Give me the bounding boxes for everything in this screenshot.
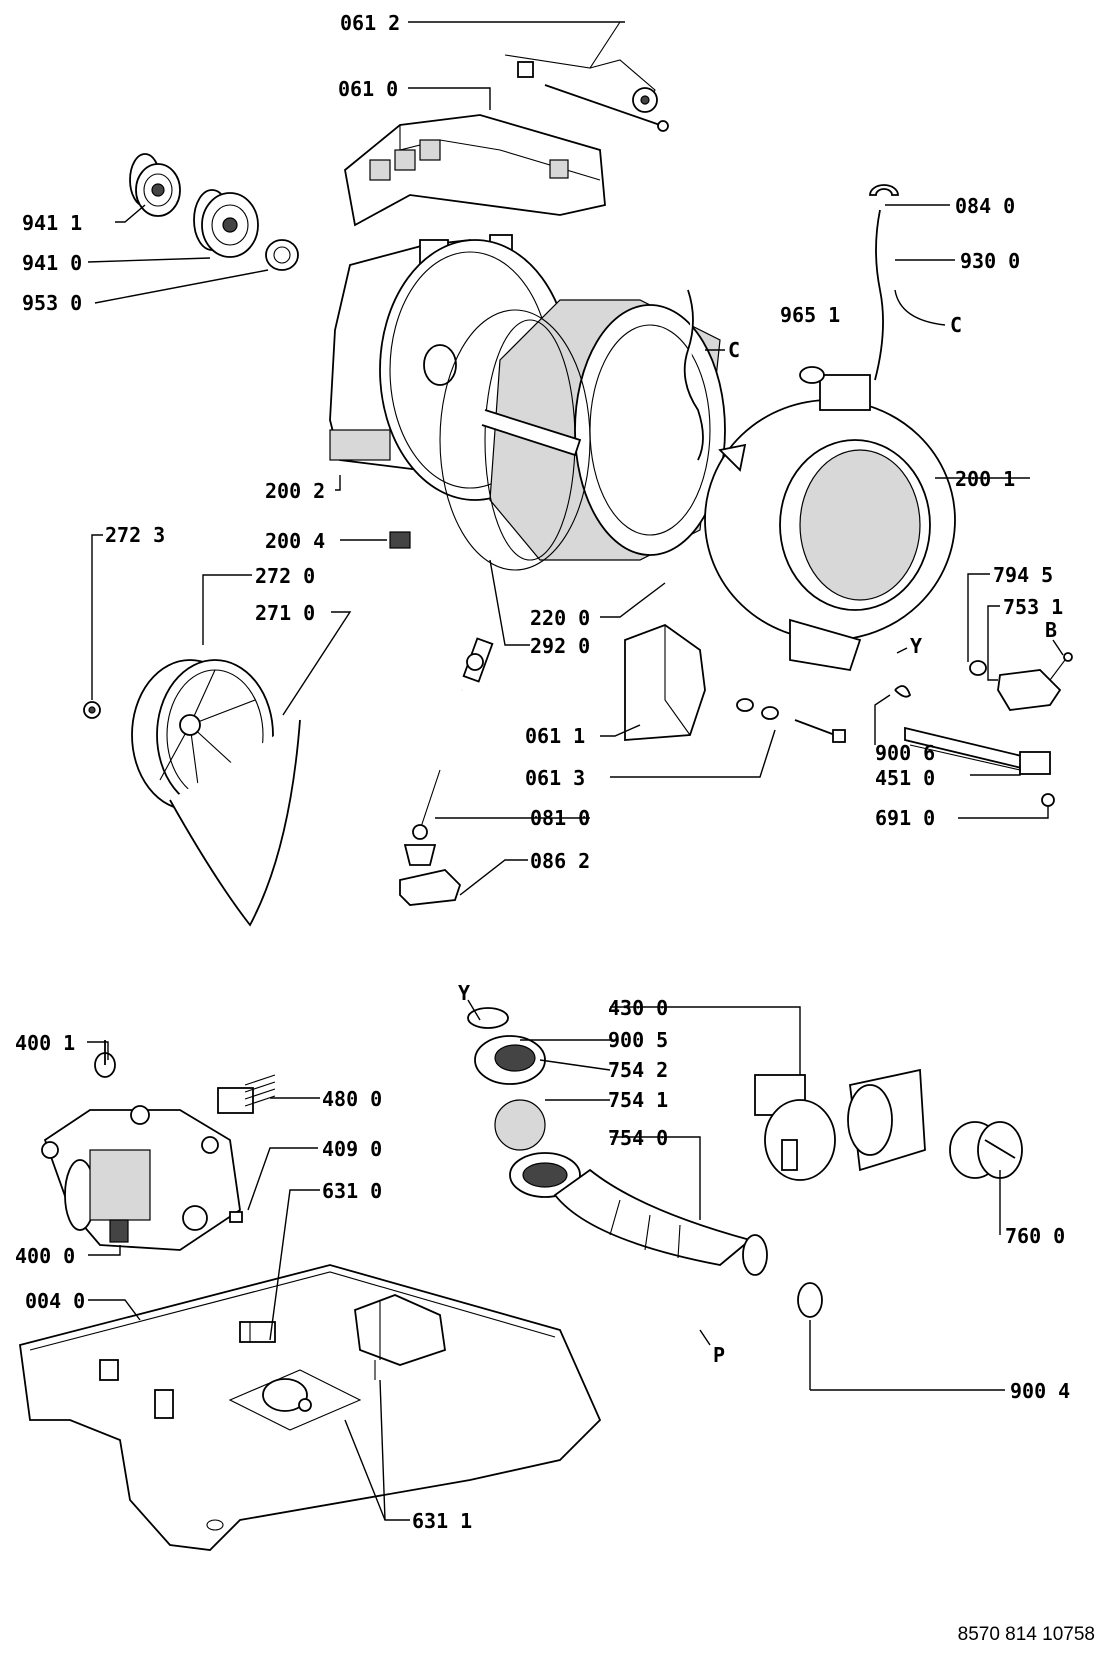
label-953-0: 953 0 <box>22 291 82 315</box>
label-292-0: 292 0 <box>530 634 590 658</box>
label-c-left: C <box>728 338 740 362</box>
label-y-top: Y <box>910 634 922 658</box>
ball-valve <box>494 1099 546 1151</box>
label-061-3: 061 3 <box>525 766 585 790</box>
drive-belt <box>169 719 301 927</box>
filter-cap <box>949 1121 1023 1179</box>
label-900-6: 900 6 <box>875 741 935 765</box>
shock-bracket <box>399 869 462 906</box>
label-409-0: 409 0 <box>322 1137 382 1161</box>
bearing-small <box>129 153 181 217</box>
label-400-1: 400 1 <box>15 1031 75 1055</box>
rear-tub-half <box>329 234 571 501</box>
label-061-0: 061 0 <box>338 77 398 101</box>
label-631-0: 631 0 <box>322 1179 382 1203</box>
drum-gasket <box>439 309 591 571</box>
label-900-4: 900 4 <box>1010 1379 1070 1403</box>
seal-ring <box>265 239 299 271</box>
label-754-1: 754 1 <box>608 1088 668 1112</box>
level-switch <box>239 1321 276 1343</box>
front-tub-half <box>704 374 956 672</box>
counterweight-bolt <box>736 698 846 743</box>
grommet <box>969 660 987 676</box>
label-754-0: 754 0 <box>608 1126 668 1150</box>
label-004-0: 004 0 <box>25 1289 85 1313</box>
label-084-0: 084 0 <box>955 194 1015 218</box>
drawing-reference-number: 8570 814 10758 <box>958 1624 1095 1645</box>
suspension-spring-right <box>874 209 884 381</box>
label-200-1: 200 1 <box>955 467 1015 491</box>
label-754-2: 754 2 <box>608 1058 668 1082</box>
label-272-0: 272 0 <box>255 564 315 588</box>
label-086-2: 086 2 <box>530 849 590 873</box>
label-200-2: 200 2 <box>265 479 325 503</box>
retaining-clip <box>894 685 912 698</box>
small-clip <box>389 531 411 549</box>
label-220-0: 220 0 <box>530 606 590 630</box>
motor <box>41 1040 243 1251</box>
hose-clamp <box>797 1282 823 1318</box>
pulley-nut <box>83 701 101 719</box>
label-753-1: 753 1 <box>1003 595 1063 619</box>
label-480-0: 480 0 <box>322 1087 382 1111</box>
label-930-0: 930 0 <box>960 249 1020 273</box>
label-451-0: 451 0 <box>875 766 935 790</box>
suspension-spring-left <box>683 289 704 461</box>
bearing-large <box>193 189 259 258</box>
label-760-0: 760 0 <box>1005 1224 1065 1248</box>
drain-pump <box>754 1068 926 1181</box>
label-c-right: C <box>950 313 962 337</box>
label-b: B <box>1045 618 1057 642</box>
top-rod-assembly <box>504 21 669 132</box>
counterweight-top <box>344 114 606 227</box>
heating-element <box>904 726 1051 775</box>
label-965-1: 965 1 <box>780 303 840 327</box>
label-200-4: 200 4 <box>265 529 325 553</box>
label-794-5: 794 5 <box>993 563 1053 587</box>
label-430-0: 430 0 <box>608 996 668 1020</box>
label-941-1: 941 1 <box>22 211 82 235</box>
plug-cap <box>799 366 825 384</box>
hose-ring <box>467 1007 509 1029</box>
temperature-sensor <box>997 652 1073 711</box>
label-631-1: 631 1 <box>412 1509 472 1533</box>
label-691-0: 691 0 <box>875 806 935 830</box>
spring-clip <box>869 184 899 196</box>
connector-block <box>217 1074 276 1114</box>
pressure-switch-mount <box>228 1369 362 1431</box>
label-941-0: 941 0 <box>22 251 82 275</box>
label-p: P <box>713 1343 725 1367</box>
label-272-3: 272 3 <box>105 523 165 547</box>
label-y-bottom: Y <box>458 981 470 1005</box>
part-labels: 061 2 061 0 941 1 941 0 953 0 084 0 930 … <box>15 11 1095 1645</box>
label-081-0: 081 0 <box>530 806 590 830</box>
heater-nut <box>1041 793 1055 807</box>
leader-lines <box>87 21 1064 1521</box>
label-061-2: 061 2 <box>340 11 400 35</box>
label-271-0: 271 0 <box>255 601 315 625</box>
label-400-0: 400 0 <box>15 1244 75 1268</box>
tub-gasket <box>474 1035 546 1085</box>
counterweight-front <box>624 623 706 741</box>
label-900-5: 900 5 <box>608 1028 668 1052</box>
shock-absorber <box>403 637 494 866</box>
label-061-1: 061 1 <box>525 724 585 748</box>
drain-hose <box>509 1152 768 1276</box>
pump-bracket <box>354 1294 446 1380</box>
